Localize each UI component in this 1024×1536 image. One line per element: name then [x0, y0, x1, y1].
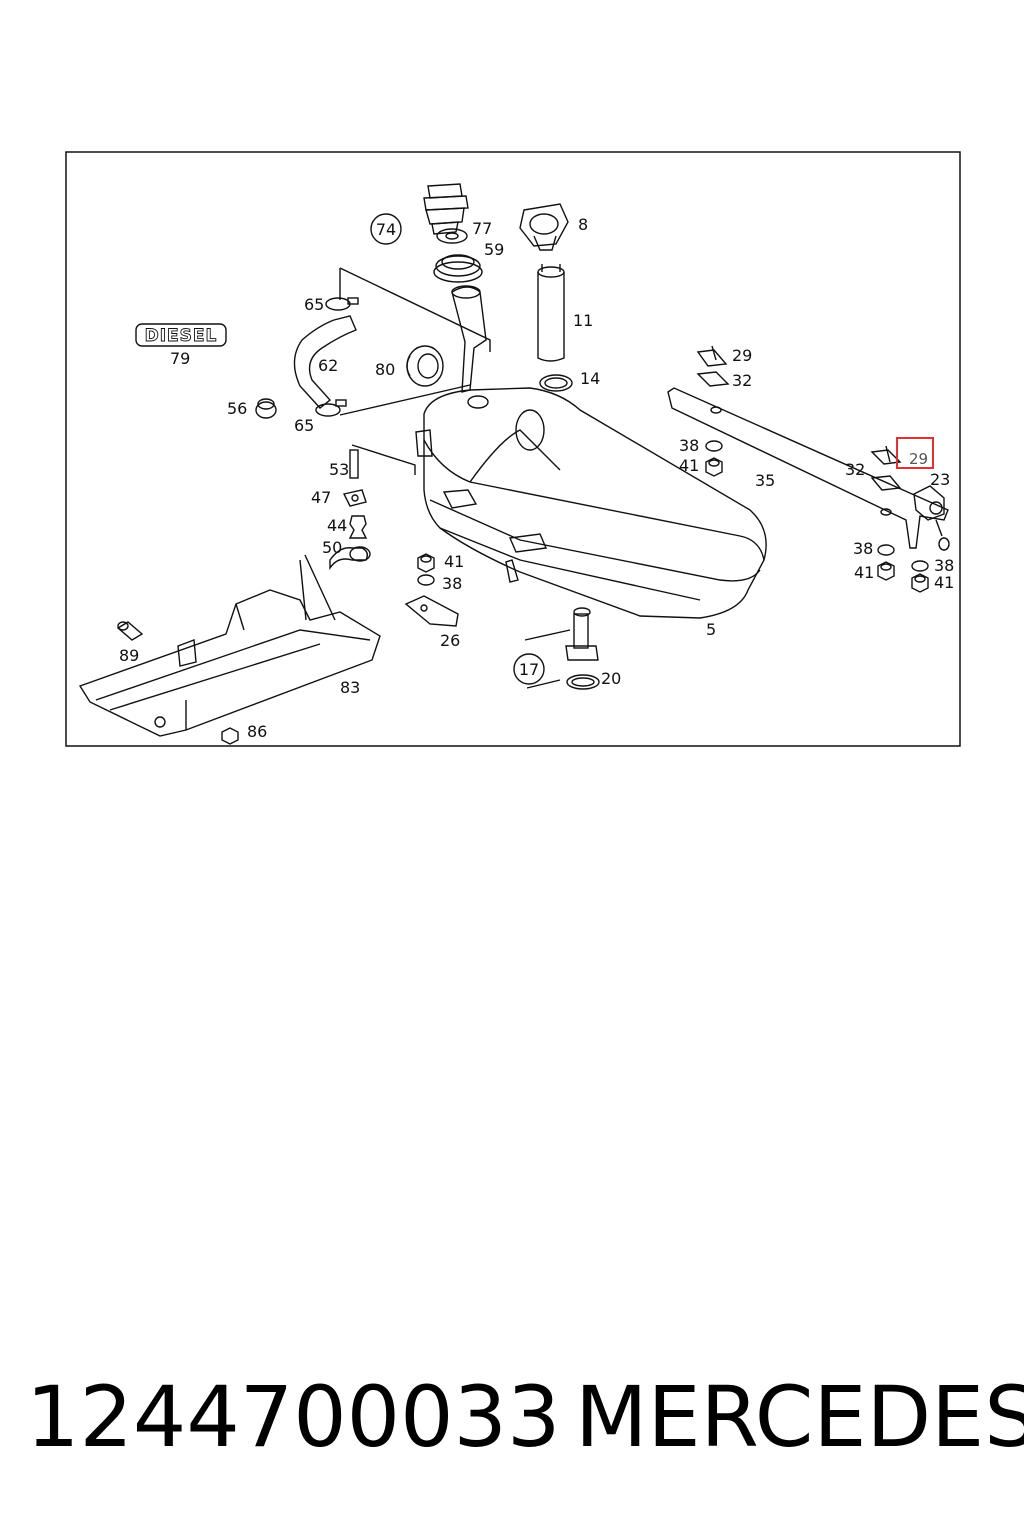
grommet-80: [406, 345, 444, 387]
callout-38: 38: [934, 556, 954, 575]
elbow-50: [329, 546, 371, 571]
leader-line: [524, 629, 571, 641]
sender-tube: [537, 264, 565, 362]
nut-41: [417, 553, 435, 573]
callout-41: 41: [934, 573, 954, 592]
bracket-29-right: [870, 445, 902, 465]
callout-53: 53: [329, 460, 349, 479]
brand-name: MERCEDES: [575, 1368, 1024, 1466]
washer-38: [705, 440, 723, 452]
bracket-32-top: [696, 371, 730, 387]
bracket-32-right: [870, 475, 902, 491]
callout-59: 59: [484, 240, 504, 259]
callout-35: 35: [755, 471, 775, 490]
callout-32: 32: [732, 371, 752, 390]
callout-50: 50: [322, 538, 342, 557]
callout-8: 8: [578, 215, 588, 234]
washer-38: [911, 560, 929, 572]
heat-shield-83: [78, 559, 381, 737]
callout-circle-17: [513, 653, 545, 685]
callout-86: 86: [247, 722, 267, 741]
sender-unit: [519, 203, 569, 251]
tank-drain: [505, 559, 519, 583]
callout-44: 44: [327, 516, 347, 535]
leader-line: [351, 444, 416, 475]
pin-53: [349, 449, 359, 479]
callout-5: 5: [706, 620, 716, 639]
callout-79: 79: [170, 349, 190, 368]
fuel-tank: [415, 387, 767, 619]
leader-line: [339, 267, 491, 352]
callout-89: 89: [119, 646, 139, 665]
bracket-29-top: [696, 345, 728, 367]
seal-59: [433, 254, 483, 283]
leader-line: [339, 384, 471, 416]
tank-lug: [442, 489, 478, 509]
leader-line: [304, 554, 336, 621]
callout-77: 77: [472, 219, 492, 238]
callout-20: 20: [601, 669, 621, 688]
callout-56: 56: [227, 399, 247, 418]
hose-62: [293, 315, 357, 409]
callout-26: 26: [440, 631, 460, 650]
part-number: 1244700033: [26, 1368, 561, 1466]
filler-neck: [451, 286, 487, 393]
callout-38: 38: [853, 539, 873, 558]
diesel-badge-text: DIESEL: [145, 326, 218, 346]
nut-41: [705, 457, 723, 477]
callout-38: 38: [442, 574, 462, 593]
callout-83: 83: [340, 678, 360, 697]
callout-11: 11: [573, 311, 593, 330]
callout-41: 41: [854, 563, 874, 582]
clamp-65-bottom: [315, 399, 347, 417]
washer-38: [877, 544, 895, 556]
drain-valve: [565, 607, 599, 661]
washer-77: [436, 228, 468, 244]
callout-65: 65: [294, 416, 314, 435]
nut-41: [877, 561, 895, 581]
washer-77-hole: [445, 232, 459, 240]
callout-41: 41: [679, 456, 699, 475]
callout-65: 65: [304, 295, 324, 314]
callout-62: 62: [318, 356, 338, 375]
seal-20: [566, 674, 600, 690]
clamp-65-top: [325, 297, 359, 311]
leader-line: [526, 679, 561, 689]
callout-38: 38: [679, 436, 699, 455]
callout-14: 14: [580, 369, 600, 388]
damper-44: [348, 515, 368, 539]
callout-32: 32: [845, 460, 865, 479]
nut-86: [221, 727, 239, 745]
callout-80: 80: [375, 360, 395, 379]
callout-74: 74: [376, 220, 396, 239]
tank-lug: [508, 533, 548, 553]
bushing-89: [116, 621, 144, 641]
filler-boot: [423, 183, 469, 235]
nut-41: [911, 573, 929, 593]
grommet-56: [255, 398, 277, 419]
callout-47: 47: [311, 488, 331, 507]
callout-circle-74: [370, 213, 402, 245]
strap-35: [667, 387, 949, 549]
callout-41: 41: [444, 552, 464, 571]
bracket-26: [404, 595, 459, 627]
tensioner-23: [913, 485, 950, 551]
callout-23: 23: [930, 470, 950, 489]
highlight-label: 29: [909, 450, 928, 468]
highlight-box: [896, 437, 934, 469]
washer-38: [417, 574, 435, 586]
diesel-badge: [135, 323, 227, 347]
callout-17: 17: [519, 660, 539, 679]
clip-47: [342, 489, 367, 507]
oring-14: [539, 374, 573, 392]
callout-29: 29: [732, 346, 752, 365]
parts-diagram: DIESEL 29 74 77 59 8 11 14 65 62 80 56 6…: [65, 151, 961, 747]
diagram-frame: [65, 151, 961, 747]
